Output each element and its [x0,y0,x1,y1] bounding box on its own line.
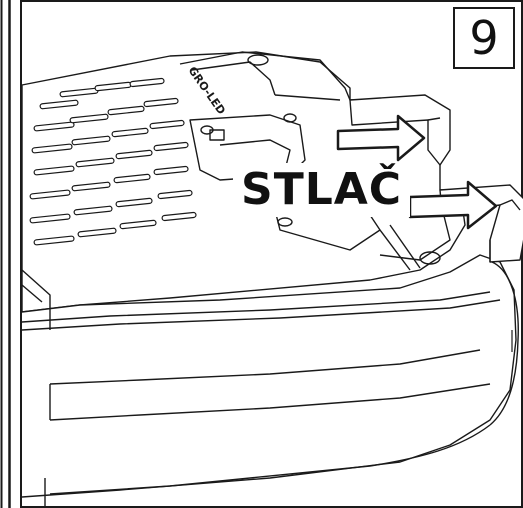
vent-slots [29,77,197,246]
press-instruction-label: STLAČ [233,163,411,217]
page-edge-rule [0,0,11,508]
illustration-panel: GRO-LED 9 STLAČ [20,0,523,508]
right-arrow-icon [408,180,498,230]
right-arrow-icon [336,114,426,162]
step-number: 9 [469,11,499,65]
step-number-box: 9 [453,7,515,69]
device-illustration: GRO-LED [20,0,523,508]
